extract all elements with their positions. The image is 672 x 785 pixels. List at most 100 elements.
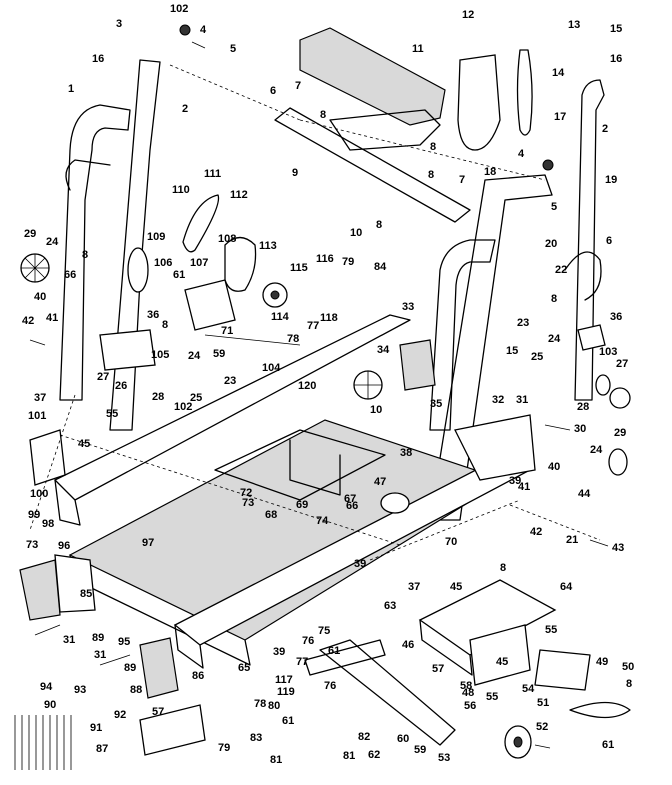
callout-77: 77: [307, 320, 319, 332]
callout-109: 109: [147, 231, 165, 243]
callout-99: 99: [28, 509, 40, 521]
callout-70: 70: [445, 536, 457, 548]
callout-8: 8: [500, 562, 506, 574]
callout-27: 27: [97, 371, 109, 383]
callout-57: 57: [432, 663, 444, 675]
callout-37: 37: [408, 581, 420, 593]
wheel-53-hub: [513, 736, 523, 748]
screw-5: [191, 41, 206, 49]
callout-59: 59: [414, 744, 426, 756]
callout-8: 8: [162, 319, 168, 331]
callout-40: 40: [34, 291, 46, 303]
callout-14: 14: [552, 67, 565, 79]
guide-line-2: [299, 119, 546, 181]
lower-crossbar: [304, 639, 386, 676]
callout-62: 62: [368, 749, 380, 761]
callout-118: 118: [320, 312, 338, 324]
block-36: [577, 324, 606, 351]
callout-26: 26: [115, 380, 127, 392]
rear-end-cap-96: [54, 554, 96, 613]
callout-19: 19: [605, 174, 617, 186]
bolt-bundle: [14, 715, 72, 770]
callout-8: 8: [551, 293, 557, 305]
callout-87: 87: [96, 743, 108, 755]
callout-93: 93: [74, 684, 86, 696]
callout-46: 46: [402, 639, 414, 651]
callout-64: 64: [560, 581, 573, 593]
callout-4: 4: [200, 24, 207, 36]
foot-cap-88: [139, 637, 179, 699]
callout-22: 22: [555, 264, 567, 276]
callout-6: 6: [270, 85, 276, 97]
callout-92: 92: [114, 709, 126, 721]
callout-117: 117: [275, 674, 293, 686]
callout-3: 3: [116, 18, 122, 30]
callout-38: 38: [400, 447, 412, 459]
cylinder-109: [127, 247, 149, 293]
console-pad: [299, 27, 446, 126]
wheel-29-spokes: [21, 254, 49, 282]
callout-98: 98: [42, 518, 54, 530]
callout-103: 103: [599, 346, 617, 358]
callout-10: 10: [350, 227, 362, 239]
hook-22: [564, 251, 602, 301]
callout-7: 7: [295, 80, 301, 92]
callout-23: 23: [224, 375, 236, 387]
callout-76: 76: [324, 680, 336, 692]
callout-34: 34: [377, 344, 390, 356]
callout-4: 4: [518, 148, 525, 160]
callout-47: 47: [374, 476, 386, 488]
motor-plate-46: [418, 579, 557, 656]
right-upright-frame: [429, 174, 553, 521]
callout-54: 54: [522, 683, 535, 695]
callout-24: 24: [590, 444, 603, 456]
callout-39: 39: [509, 475, 521, 487]
callout-28: 28: [152, 391, 164, 403]
left-upright-frame: [109, 59, 161, 431]
callout-41: 41: [46, 312, 58, 324]
lower-frame-62: [319, 639, 456, 746]
callout-28: 28: [577, 401, 589, 413]
screw-52: [534, 744, 551, 749]
callout-53: 53: [438, 752, 450, 764]
callout-89: 89: [124, 662, 136, 674]
callout-58: 58: [460, 680, 472, 692]
callout-66: 66: [64, 269, 76, 281]
left-handrail-loop: [65, 159, 111, 191]
callout-36: 36: [610, 311, 622, 323]
callout-57: 57: [152, 706, 164, 718]
main-frame-rail-left: [54, 314, 411, 501]
motor-bracket-58: [469, 624, 531, 686]
callout-114: 114: [271, 311, 290, 323]
callout-7: 7: [459, 174, 465, 186]
callout-23: 23: [517, 317, 529, 329]
callout-45: 45: [496, 656, 508, 668]
callout-108: 108: [218, 233, 236, 245]
callout-25: 25: [531, 351, 543, 363]
callout-2: 2: [182, 103, 188, 115]
callout-120: 120: [298, 380, 316, 392]
callout-35: 35: [430, 398, 442, 410]
callout-29: 29: [24, 228, 36, 240]
callout-52: 52: [536, 721, 548, 733]
callout-31: 31: [63, 634, 75, 646]
callout-78: 78: [254, 698, 266, 710]
main-frame-rail-top: [54, 479, 81, 526]
guide-line-6: [369, 499, 521, 561]
callout-31: 31: [516, 394, 528, 406]
callout-16: 16: [610, 53, 622, 65]
guide-line-1: [169, 64, 301, 121]
callout-15: 15: [506, 345, 518, 357]
callout-17: 17: [554, 111, 566, 123]
callout-13: 13: [568, 19, 580, 31]
callout-107: 107: [190, 257, 208, 269]
pedestal-87: [139, 704, 206, 756]
callout-42: 42: [22, 315, 34, 327]
callout-61: 61: [602, 739, 614, 751]
callout-116: 116: [316, 253, 334, 265]
callout-59: 59: [213, 348, 225, 360]
callout-73: 73: [26, 539, 38, 551]
callout-77: 77: [296, 656, 308, 668]
